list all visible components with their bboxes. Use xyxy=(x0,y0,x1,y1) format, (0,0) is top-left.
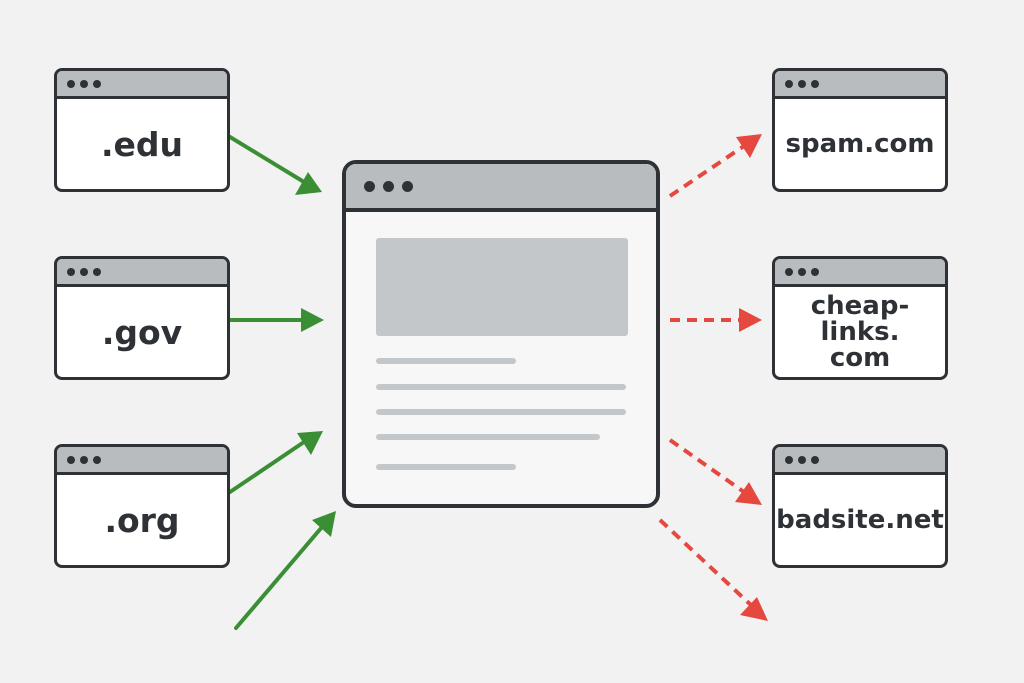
window-dot-icon xyxy=(80,456,88,464)
window-dot-icon xyxy=(93,456,101,464)
window-dot-icon xyxy=(67,268,75,276)
target-label-spam: spam.com xyxy=(785,129,935,159)
window-dot-icon xyxy=(798,456,806,464)
window-dot-icon xyxy=(67,80,75,88)
text-line-placeholder xyxy=(376,409,626,415)
window-dot-icon xyxy=(383,181,394,192)
target-label-cheap-links: cheap-links. com xyxy=(810,291,910,373)
source-window-org: .org xyxy=(54,444,230,568)
window-title-bar xyxy=(57,71,227,99)
window-dot-icon xyxy=(811,456,819,464)
window-dot-icon xyxy=(798,80,806,88)
target-window-cheap-links: cheap-links. com xyxy=(772,256,948,380)
text-line-placeholder xyxy=(376,464,516,470)
source-window-gov: .gov xyxy=(54,256,230,380)
window-dot-icon xyxy=(93,80,101,88)
window-dot-icon xyxy=(67,456,75,464)
inbound-arrow-extra xyxy=(234,511,336,630)
window-dot-icon xyxy=(811,80,819,88)
window-dot-icon xyxy=(93,268,101,276)
target-window-spam: spam.com xyxy=(772,68,948,192)
window-title-bar xyxy=(775,447,945,475)
target-page-window xyxy=(342,160,660,508)
hero-image-placeholder xyxy=(376,238,628,336)
text-line-placeholder xyxy=(376,384,626,390)
window-dot-icon xyxy=(798,268,806,276)
window-dot-icon xyxy=(811,268,819,276)
window-dot-icon xyxy=(80,80,88,88)
source-label-edu: .edu xyxy=(100,124,184,164)
window-dot-icon xyxy=(80,268,88,276)
outbound-arrow-extra xyxy=(658,518,768,621)
window-title-bar xyxy=(57,259,227,287)
inbound-arrow-gov xyxy=(228,308,324,332)
window-title-bar xyxy=(346,164,656,212)
window-dot-icon xyxy=(785,268,793,276)
window-dot-icon xyxy=(364,181,375,192)
target-window-badsite: badsite.net xyxy=(772,444,948,568)
window-title-bar xyxy=(775,259,945,287)
source-window-edu: .edu xyxy=(54,68,230,192)
outbound-arrow-cheap-links xyxy=(670,308,762,332)
outbound-arrow-badsite xyxy=(668,438,762,505)
window-dot-icon xyxy=(785,80,793,88)
target-label-badsite: badsite.net xyxy=(776,505,944,535)
text-line-placeholder xyxy=(376,434,600,440)
window-title-bar xyxy=(775,71,945,99)
source-label-org: .org xyxy=(104,500,180,540)
source-label-gov: .gov xyxy=(101,312,183,352)
outbound-arrow-spam xyxy=(668,134,762,198)
inbound-arrow-org xyxy=(228,431,323,494)
window-dot-icon xyxy=(785,456,793,464)
text-line-placeholder xyxy=(376,358,516,364)
inbound-arrow-edu xyxy=(228,135,322,195)
window-title-bar xyxy=(57,447,227,475)
window-dot-icon xyxy=(402,181,413,192)
